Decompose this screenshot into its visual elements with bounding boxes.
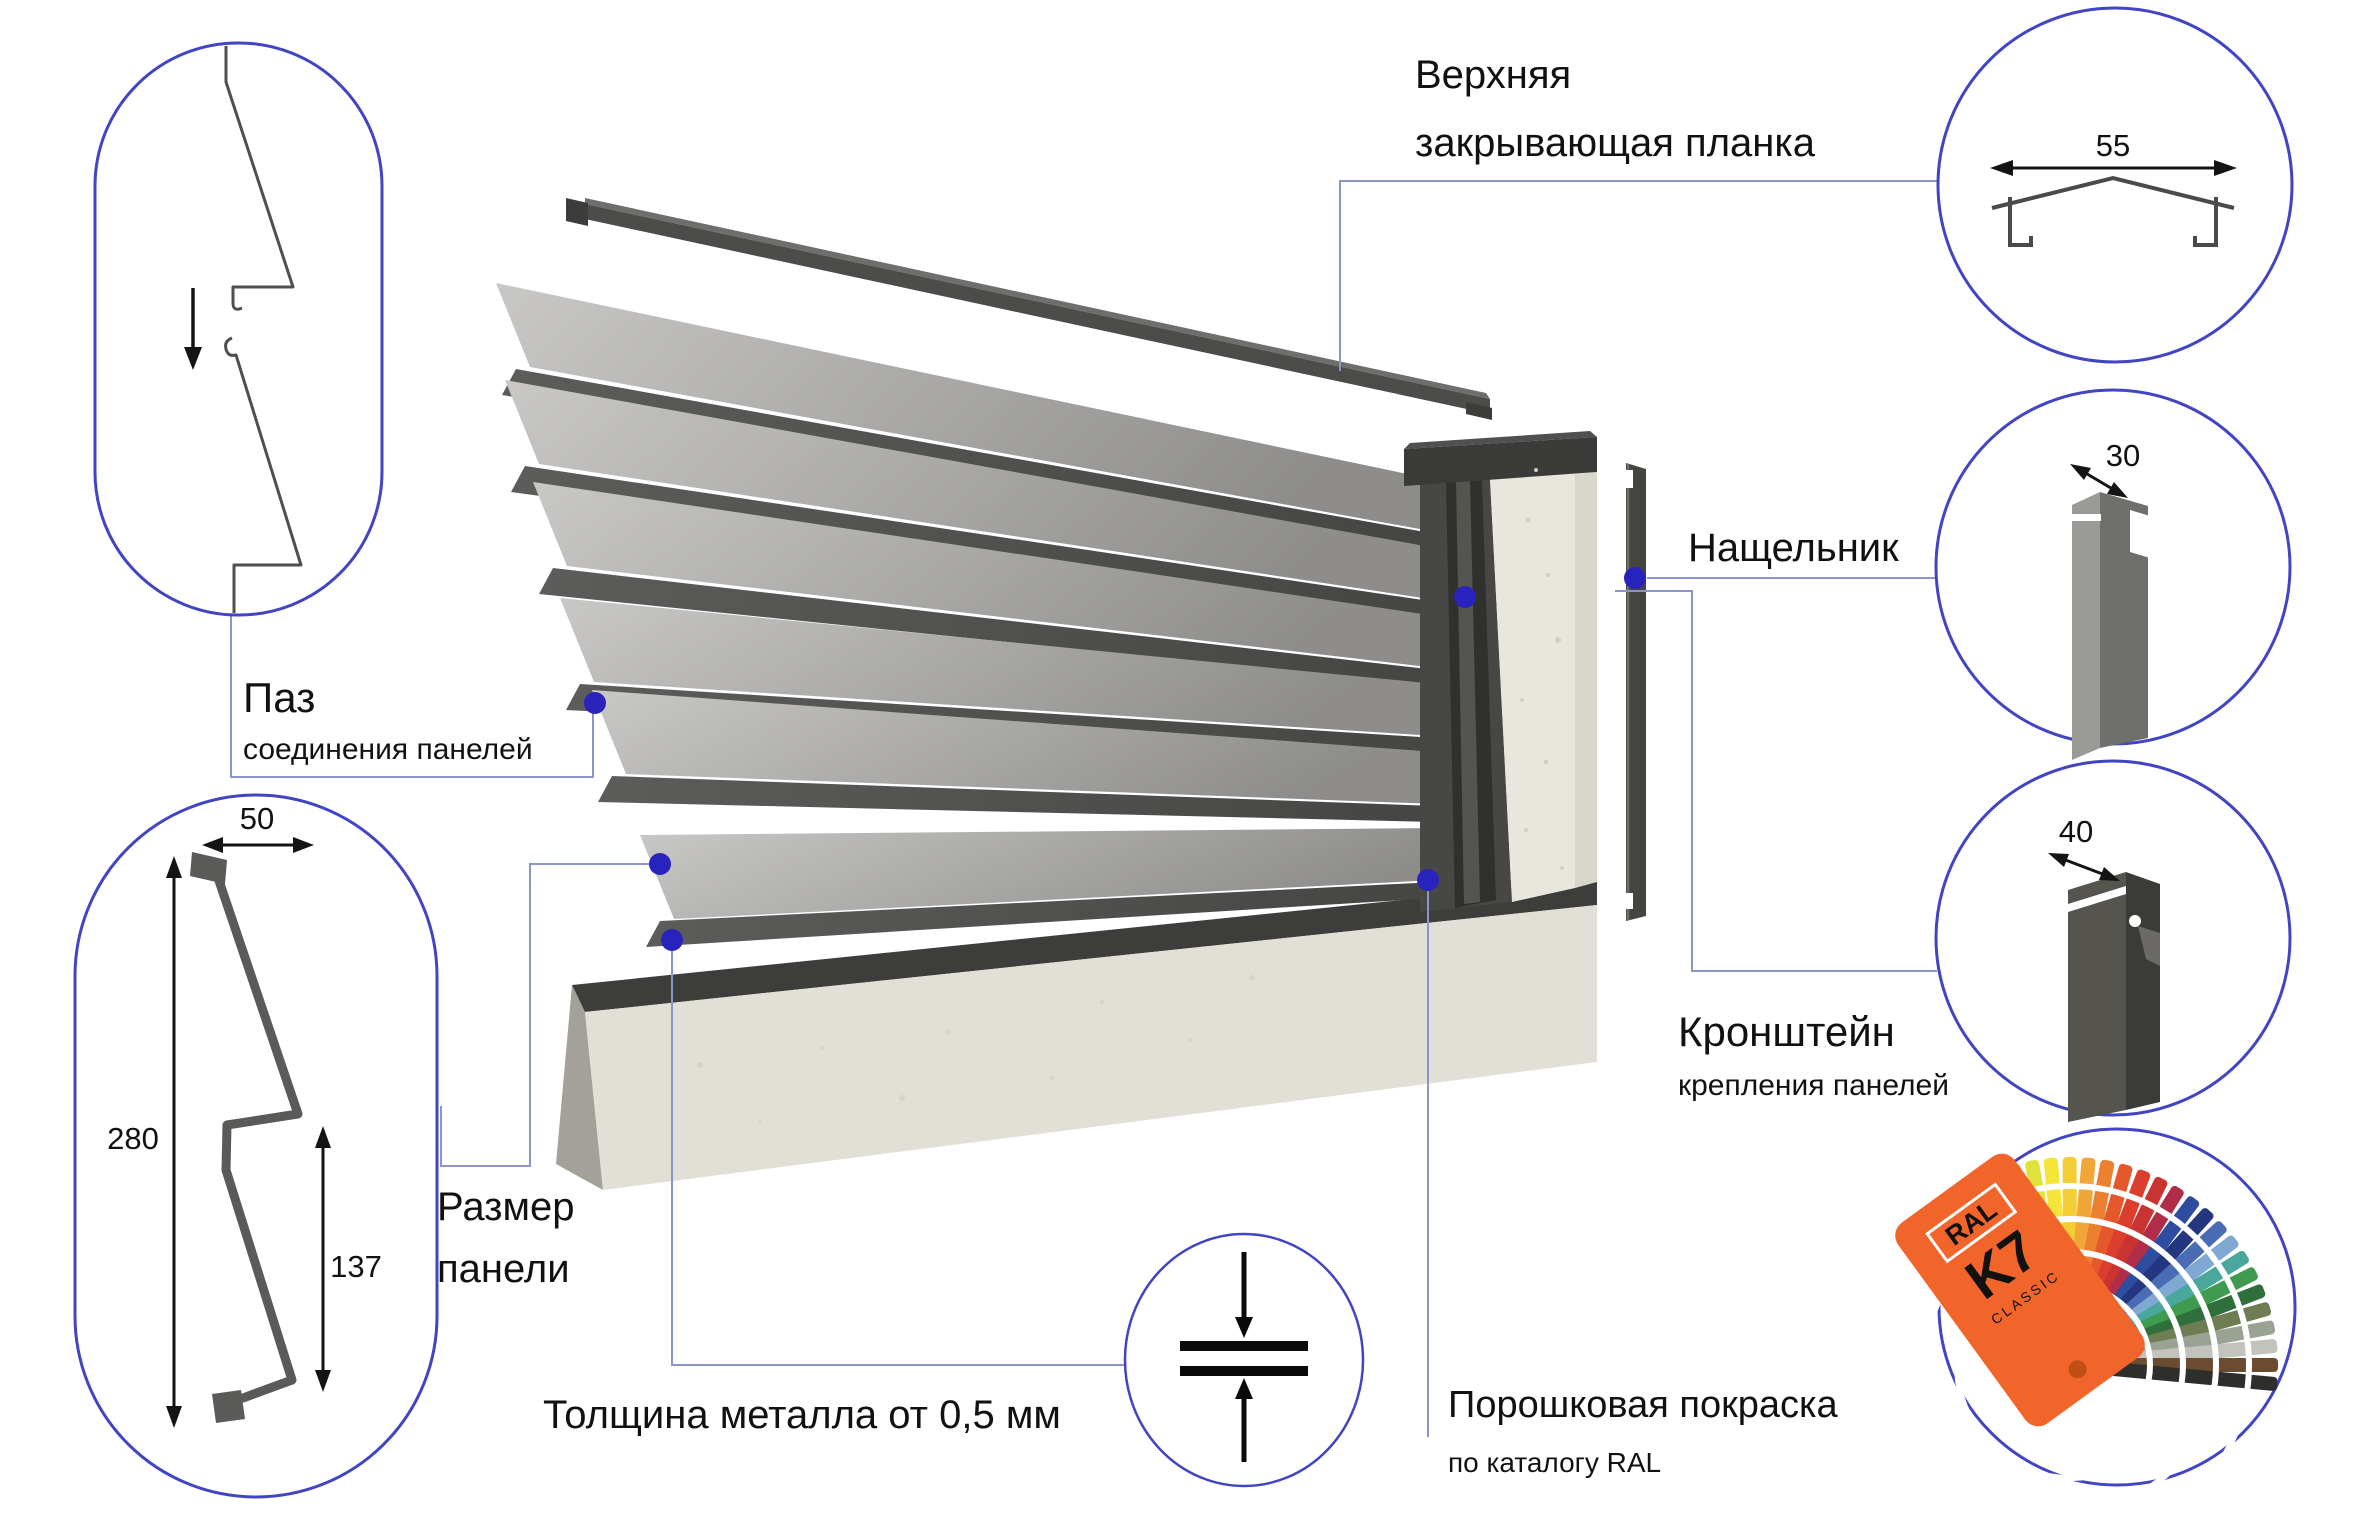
flashing-top-notch — [1620, 470, 1633, 488]
concrete-pillar — [1404, 431, 1597, 912]
dot-flashing — [1624, 567, 1646, 589]
callout-groove — [230, 615, 594, 778]
callout-thickness — [671, 951, 1124, 1366]
base-front-face — [585, 905, 1597, 1190]
label-panel-size-1: Размер — [437, 1185, 574, 1229]
sheet-lower-icon — [1180, 1366, 1308, 1376]
label-top-strip-1: Верхняя — [1415, 53, 1571, 97]
bracket-right-face — [2126, 872, 2160, 1110]
pillar-side-face — [1575, 472, 1597, 888]
callout-top-strip — [1339, 180, 1939, 371]
dim-panel-lower: 137 — [330, 1249, 382, 1284]
insert-arrow-head-icon — [184, 347, 202, 370]
groove-lower-profile — [224, 336, 303, 613]
slat-lip — [646, 882, 1436, 947]
label-flashing: Нащельник — [1688, 526, 1899, 570]
label-coating-title: Порошковая покраска — [1448, 1384, 1838, 1426]
text-labels: Верхняя закрывающая планка Нащельник Кро… — [243, 53, 1949, 1478]
panel-bottom-hook — [212, 1390, 245, 1423]
strip-profile-peak — [1991, 175, 2235, 210]
slat-face — [496, 283, 1436, 532]
dim-panel-width: 50 — [240, 801, 274, 836]
slat-face — [505, 380, 1436, 600]
label-panel-size-2: панели — [437, 1247, 570, 1291]
top-closing-strip — [566, 198, 1492, 420]
callout-lines — [230, 180, 1939, 1437]
label-groove-title: Паз — [243, 674, 315, 721]
dot-thickness — [661, 929, 683, 951]
ral-card-hole — [2068, 1360, 2087, 1379]
flashing-detail-slit — [2070, 514, 2101, 521]
fence-render — [496, 198, 1646, 1190]
callout-panel-size — [440, 863, 652, 1167]
dot-bracket — [1454, 586, 1476, 608]
groove-detail-oval — [93, 41, 384, 617]
flashing-detail-circle: 30 — [1934, 388, 2292, 760]
flashing-detail-notch — [2130, 510, 2150, 558]
panel-profile — [209, 861, 303, 1403]
strip-profile-left-channel — [2008, 197, 2033, 247]
top-strip-detail-circle: 55 — [1936, 6, 2294, 364]
sheet-upper-icon — [1180, 1341, 1308, 1351]
panel-size-oval: 50 280 137 — [73, 793, 439, 1499]
dot-panel-size — [649, 853, 671, 875]
bracket-slot — [2068, 886, 2126, 912]
ral-detail-circle: RAL K7 CLASSIC — [1888, 1127, 2297, 1530]
flashing-bottom-notch — [1620, 893, 1633, 909]
dim-panel-height: 280 — [107, 1121, 159, 1156]
ral-card: RAL K7 CLASSIC — [1895, 1153, 2145, 1427]
bracket-hole — [2129, 915, 2141, 927]
pillar-cap-top — [1404, 431, 1597, 449]
pillar-front-face — [1490, 474, 1575, 902]
dim-strip-width: 55 — [2096, 128, 2130, 163]
base-top-face — [572, 880, 1597, 1012]
label-bracket-subtitle: крепления панелей — [1678, 1069, 1949, 1102]
slat-face — [560, 598, 1436, 736]
slat-face — [533, 482, 1436, 668]
dot-groove — [584, 692, 606, 714]
slat-lip — [598, 776, 1436, 822]
groove-upper-profile — [224, 46, 295, 311]
flashing-left-face — [2072, 492, 2100, 760]
bracket-left-face — [2068, 872, 2126, 1122]
label-top-strip-2: закрывающая планка — [1415, 121, 1816, 165]
label-thickness: Толщина металла от 0,5 мм — [543, 1393, 1061, 1437]
dim-bracket-width: 40 — [2059, 814, 2093, 849]
callout-bracket — [1615, 590, 1937, 972]
bracket-detail-circle: 40 — [1934, 759, 2292, 1122]
ral-logo-box — [1925, 1182, 2018, 1264]
base-left-face — [556, 985, 603, 1190]
base-speckles — [697, 975, 1255, 1124]
label-coating-subtitle: по каталогу RAL — [1448, 1447, 1661, 1478]
label-bracket-title: Кронштейн — [1678, 1008, 1895, 1055]
marker-dots — [584, 567, 1646, 951]
pillar-speckles — [1520, 468, 1564, 870]
dim-flashing-width: 30 — [2106, 438, 2140, 473]
flashing-right-face — [2100, 492, 2148, 748]
slat-lip — [511, 466, 1436, 618]
thickness-detail-circle — [1123, 1232, 1365, 1488]
dot-coating — [1417, 869, 1439, 891]
flashing-strip — [1620, 463, 1646, 921]
label-groove-subtitle: соединения панелей — [243, 733, 533, 766]
pillar-cap — [1404, 437, 1597, 486]
slat-face — [640, 828, 1436, 919]
slat-lip — [539, 568, 1436, 686]
bracket-tab — [2138, 926, 2160, 966]
louver-slats — [496, 283, 1436, 947]
slat-face — [592, 690, 1436, 804]
slat-lip — [502, 369, 1436, 550]
concrete-base — [556, 880, 1597, 1190]
strip-profile-right-channel — [2193, 197, 2218, 247]
